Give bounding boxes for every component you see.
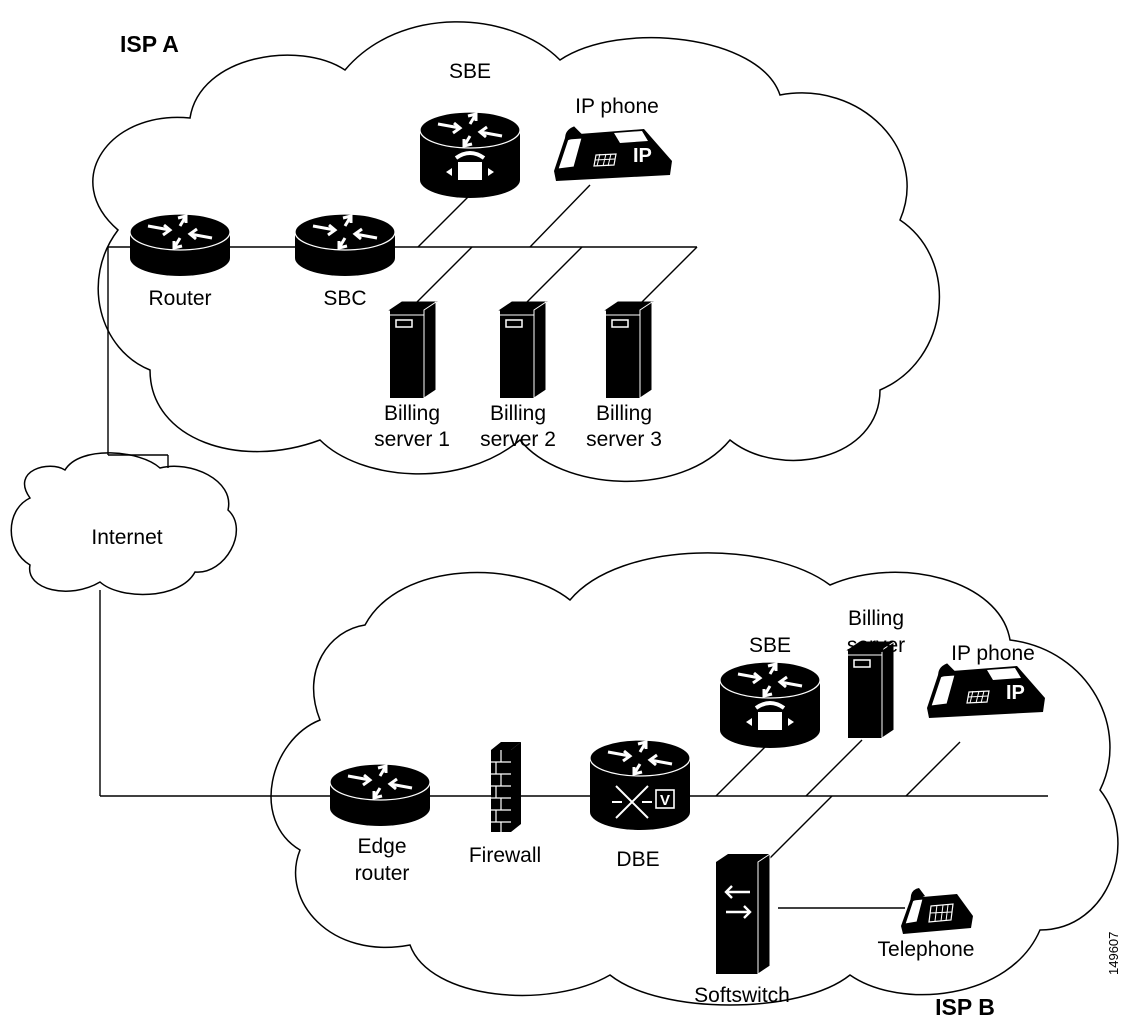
router-label: Router [148,287,211,310]
billing-server-b-label-line1: Billing [848,607,904,630]
internet-cloud [10,452,238,596]
billing-server-2-label-line2: server 2 [480,428,556,451]
billing-server-1-icon [389,301,437,399]
ip-badge-b: IP [1006,682,1025,704]
isp-a-cloud [92,21,941,483]
ip-phone-label: IP phone [575,95,659,118]
telephone-icon [901,888,973,934]
sbe-b-icon [719,661,821,748]
figure-id: 149607 [1106,932,1121,975]
softswitch-icon [716,853,771,975]
billing-server-2-label-line1: Billing [490,402,546,425]
sbc-label: SBC [323,287,366,310]
v-badge: V [660,792,670,809]
billing-server-3-icon [605,301,653,399]
isp-b-title: ISP B [935,994,995,1020]
billing-server-b-label-line2: server [847,634,905,657]
edge-router-icon [328,762,432,828]
edge-router-label-line2: router [355,862,410,885]
firewall-icon [491,742,521,832]
sbc-router-icon [293,212,397,278]
ip-phone-b-icon: IP [926,663,1046,719]
ip-phone-icon: IP [553,126,673,182]
sbe-icon [419,111,521,198]
router-icon [128,212,232,278]
dbe-label: DBE [616,848,659,871]
billing-server-3-label-line2: server 3 [586,428,662,451]
ip-badge: IP [633,145,652,167]
sbe-b-label: SBE [749,634,791,657]
isp-b-cloud [270,552,1119,1006]
billing-server-1-label-line2: server 1 [374,428,450,451]
telephone-label: Telephone [878,938,975,961]
billing-server-1-label-line1: Billing [384,402,440,425]
billing-server-3-label-line1: Billing [596,402,652,425]
sbe-label: SBE [449,60,491,83]
softswitch-label: Softswitch [694,984,790,1007]
isp-b-wiring [99,590,1048,909]
internet-label: Internet [91,526,162,549]
dbe-icon: V [589,739,691,830]
billing-server-2-icon [499,301,547,399]
firewall-label: Firewall [469,844,541,867]
ip-phone-b-label: IP phone [951,642,1035,665]
isp-a-title: ISP A [120,31,179,57]
edge-router-label-line1: Edge [357,835,406,858]
